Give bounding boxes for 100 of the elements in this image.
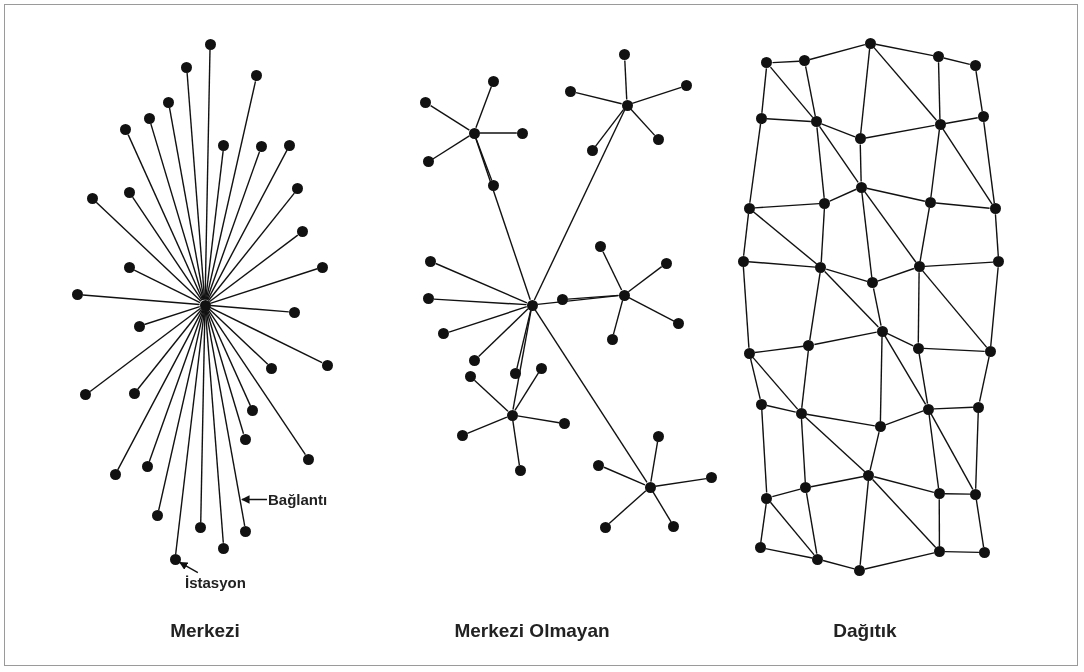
station-dot bbox=[204, 38, 216, 50]
station-dot bbox=[133, 320, 145, 332]
link-line bbox=[809, 43, 866, 61]
link-line bbox=[209, 268, 318, 304]
link-line bbox=[974, 411, 979, 490]
link-line bbox=[624, 59, 628, 101]
link-line bbox=[432, 135, 471, 160]
station-dot bbox=[199, 299, 211, 311]
link-line bbox=[752, 211, 818, 265]
station-dot bbox=[800, 482, 812, 494]
station-dot bbox=[819, 197, 831, 209]
station-dot bbox=[284, 139, 296, 151]
callout-label: İstasyon bbox=[185, 573, 246, 592]
link-line bbox=[204, 149, 224, 301]
link-line bbox=[516, 309, 532, 370]
link-line bbox=[935, 202, 991, 209]
station-dot bbox=[506, 409, 518, 421]
link-line bbox=[760, 502, 767, 543]
panel-title: Dağıtık bbox=[833, 620, 897, 642]
link-line bbox=[930, 413, 974, 491]
station-dot bbox=[984, 346, 996, 358]
link-line bbox=[137, 308, 203, 390]
station-dot bbox=[586, 145, 598, 157]
link-line bbox=[654, 477, 708, 487]
link-line bbox=[631, 86, 682, 104]
station-dot bbox=[912, 342, 924, 354]
link-line bbox=[466, 416, 508, 434]
station-dot bbox=[487, 75, 499, 87]
link-line bbox=[612, 299, 624, 336]
link-line bbox=[752, 356, 799, 410]
link-line bbox=[630, 108, 656, 137]
station-dot bbox=[922, 403, 934, 415]
link-line bbox=[829, 188, 857, 202]
station-dot bbox=[621, 99, 633, 111]
link-line bbox=[512, 419, 521, 466]
link-line bbox=[769, 501, 815, 556]
link-line bbox=[536, 294, 620, 306]
station-dot bbox=[737, 255, 749, 267]
link-line bbox=[95, 201, 202, 302]
station-dot bbox=[109, 469, 121, 481]
station-dot bbox=[934, 118, 946, 130]
link-line bbox=[168, 106, 205, 301]
link-line bbox=[433, 298, 528, 306]
station-dot bbox=[913, 261, 925, 273]
station-dot bbox=[71, 289, 83, 301]
link-line bbox=[975, 499, 985, 548]
station-dot bbox=[619, 49, 631, 61]
link-line bbox=[478, 132, 518, 134]
station-dot bbox=[516, 127, 528, 139]
station-dot bbox=[932, 51, 944, 63]
link-line bbox=[207, 192, 296, 302]
link-line bbox=[859, 480, 870, 566]
link-line bbox=[206, 309, 252, 407]
link-line bbox=[771, 60, 800, 64]
station-dot bbox=[488, 180, 500, 192]
link-line bbox=[627, 265, 663, 293]
station-dot bbox=[743, 202, 755, 214]
station-dot bbox=[876, 325, 888, 337]
link-line bbox=[206, 149, 288, 301]
link-line bbox=[148, 309, 204, 463]
station-dot bbox=[993, 256, 1005, 268]
station-dot bbox=[120, 124, 132, 136]
link-line bbox=[804, 416, 866, 473]
link-line bbox=[761, 409, 768, 494]
station-dot bbox=[706, 472, 718, 484]
station-dot bbox=[795, 407, 807, 419]
link-line bbox=[801, 350, 809, 409]
station-dot bbox=[864, 37, 876, 49]
station-dot bbox=[556, 294, 568, 306]
station-dot bbox=[151, 510, 163, 522]
station-dot bbox=[303, 453, 314, 465]
station-dot bbox=[924, 196, 936, 208]
station-dot bbox=[469, 354, 481, 366]
station-dot bbox=[854, 564, 866, 576]
station-dot bbox=[141, 461, 153, 473]
link-line bbox=[133, 269, 201, 304]
station-dot bbox=[799, 55, 811, 67]
link-line bbox=[944, 550, 980, 554]
link-line bbox=[89, 307, 202, 393]
station-dot bbox=[854, 133, 866, 145]
station-dot bbox=[438, 328, 450, 340]
station-dot bbox=[296, 226, 308, 238]
link-line bbox=[761, 67, 768, 114]
link-line bbox=[944, 117, 979, 125]
link-line bbox=[860, 47, 871, 135]
station-dot bbox=[977, 111, 989, 123]
station-dot bbox=[866, 277, 878, 289]
link-line bbox=[822, 559, 855, 570]
link-line bbox=[514, 372, 540, 412]
station-dot bbox=[456, 429, 468, 441]
link-line bbox=[766, 404, 797, 413]
station-dot bbox=[653, 430, 664, 442]
station-dot bbox=[755, 112, 767, 124]
link-line bbox=[602, 251, 623, 291]
link-line bbox=[747, 261, 817, 268]
link-line bbox=[930, 129, 941, 198]
station-dot bbox=[240, 525, 252, 537]
station-dot bbox=[933, 546, 945, 558]
station-dot bbox=[526, 299, 538, 311]
link-line bbox=[800, 418, 806, 483]
